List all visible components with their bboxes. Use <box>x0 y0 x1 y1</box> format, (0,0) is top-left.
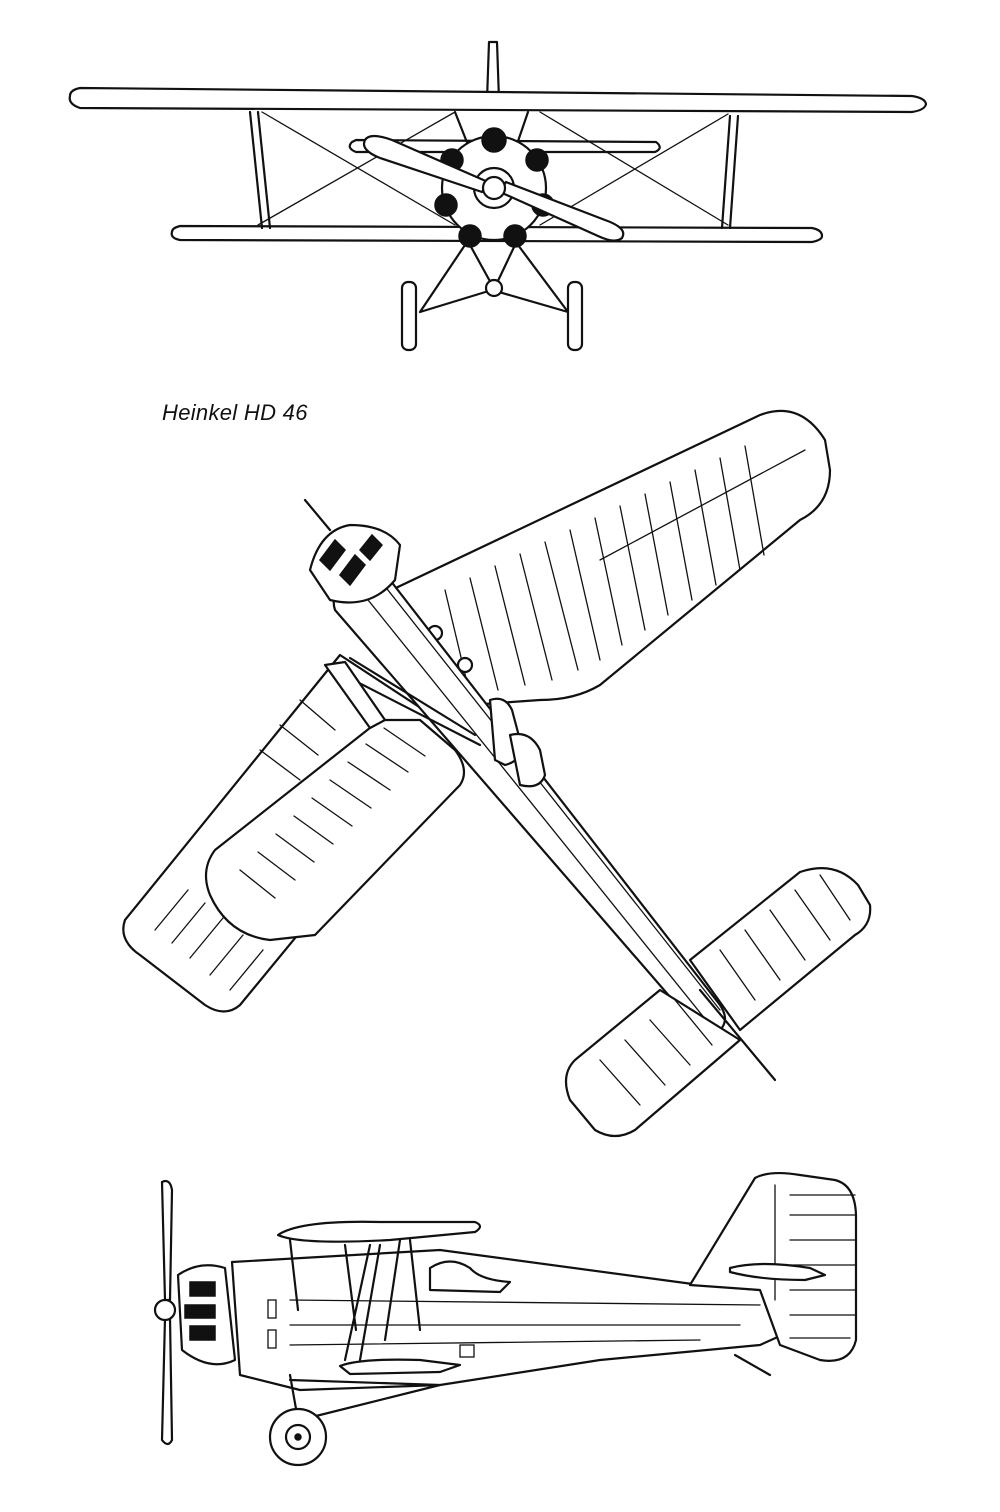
front-right-wheel <box>566 280 584 352</box>
plan-tailplane-right <box>688 867 872 1032</box>
front-gear-hub <box>484 278 504 298</box>
plan-cockpit-rear <box>508 732 547 788</box>
front-view <box>68 40 928 352</box>
side-panel-1 <box>267 1299 277 1319</box>
front-spinner <box>481 175 507 201</box>
plan-left-wing-inner <box>204 718 466 942</box>
side-tailskid <box>733 1353 772 1377</box>
side-panel-3 <box>459 1344 475 1358</box>
side-lower-wing <box>338 1358 462 1376</box>
side-spinner <box>153 1298 177 1322</box>
front-bracing-wires <box>257 111 729 226</box>
front-propeller-blade-right <box>498 180 625 242</box>
plan-tail-ribs <box>599 874 851 1106</box>
side-tailplane <box>728 1262 827 1282</box>
plan-propeller-shaft <box>303 498 332 532</box>
side-radial-engine <box>176 1264 237 1366</box>
side-view <box>153 1171 858 1467</box>
side-propeller-upper <box>160 1179 174 1302</box>
side-propeller-lower <box>160 1316 174 1446</box>
plan-left-wing-ribs <box>154 699 426 991</box>
plan-undercarriage-strut <box>323 660 387 730</box>
side-wheel-hub <box>294 1433 302 1441</box>
front-upper-wing <box>68 86 928 114</box>
side-panel-2 <box>267 1329 277 1349</box>
plan-tail-fin <box>698 988 777 1082</box>
aircraft-title: Heinkel HD 46 <box>162 400 308 425</box>
side-upper-wing <box>276 1220 482 1243</box>
plan-strut-fitting-2 <box>456 656 474 674</box>
side-struts <box>288 1238 422 1362</box>
front-left-strut <box>248 110 272 230</box>
plan-fuselage-lines <box>359 579 721 1026</box>
plan-engine <box>303 498 402 604</box>
plan-view <box>122 409 872 1138</box>
side-rudder-ribs <box>774 1184 856 1339</box>
plan-right-wing-ribs <box>444 445 806 696</box>
front-right-strut <box>720 114 740 230</box>
front-left-wheel <box>400 280 418 352</box>
side-cockpit <box>428 1260 512 1294</box>
front-undercarriage-legs <box>418 243 570 314</box>
